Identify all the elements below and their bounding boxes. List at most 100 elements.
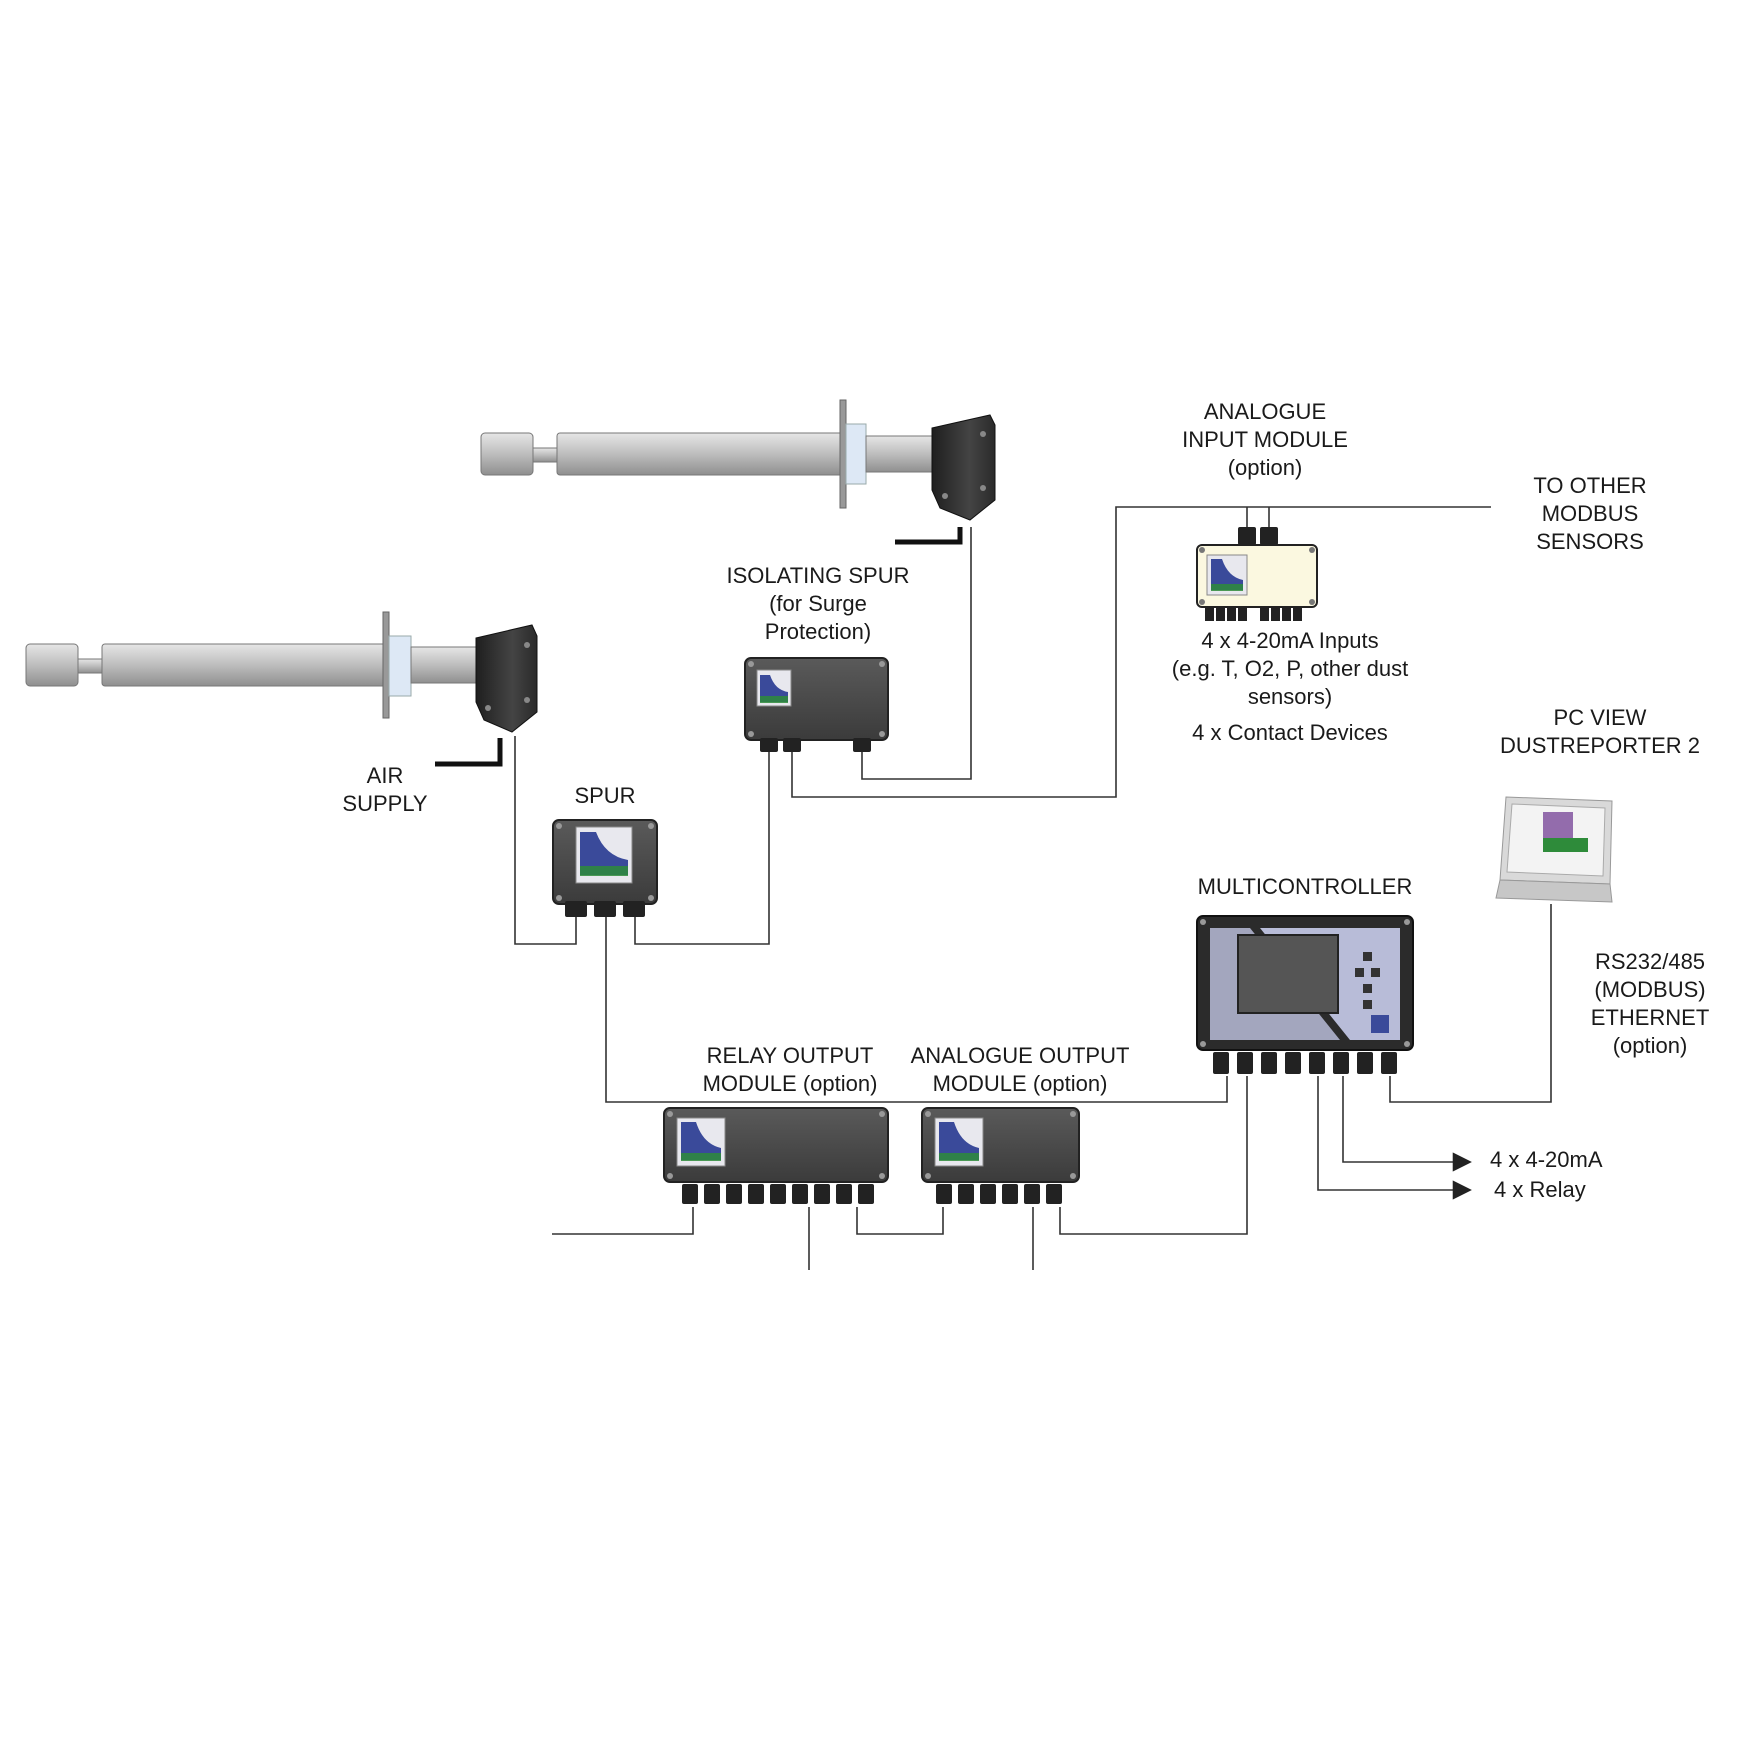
label-line: MODULE (option) [702, 1071, 878, 1096]
air-supply-pipe [435, 738, 503, 767]
wire-relay-left [552, 1207, 694, 1235]
label-line: ANALOGUE OUTPUT [910, 1043, 1130, 1068]
output-ma-label: 4 x 4-20mA [1490, 1146, 1640, 1174]
cable-glands [682, 1184, 874, 1204]
relay-output-module-label: RELAY OUTPUT MODULE (option) [680, 1042, 900, 1098]
label-line: SUPPLY [342, 791, 428, 816]
pc-view-label: PC VIEW DUSTREPORTER 2 [1480, 704, 1720, 760]
air-supply-pipe [895, 527, 963, 545]
label-line: PC VIEW [1553, 705, 1647, 730]
pcme-logo-icon [1206, 554, 1248, 596]
spur-box [552, 819, 658, 917]
label-line: MODBUS [1541, 501, 1639, 526]
probe-flange [839, 399, 847, 509]
label-line: Protection) [764, 619, 872, 644]
cable-gland [594, 901, 616, 917]
label-line: (option) [1227, 455, 1303, 480]
multicontroller-box [1196, 915, 1414, 1074]
pcme-logo-icon [575, 826, 633, 884]
cable-gland [853, 738, 871, 752]
analogue-output-module-box [921, 1107, 1080, 1204]
label-line: ANALOGUE [1203, 399, 1327, 424]
label-line: DUSTREPORTER 2 [1499, 733, 1701, 758]
controller-screen [1237, 934, 1339, 1014]
cable-gland [623, 901, 645, 917]
analogue-inputs-description: 4 x 4-20mA Inputs (e.g. T, O2, P, other … [1140, 627, 1440, 747]
cable-gland [760, 738, 778, 752]
probe-tip [25, 643, 79, 687]
wire-out-ma [1342, 1076, 1472, 1172]
dust-probe-lower [25, 611, 538, 767]
pcme-logo-icon [676, 1117, 726, 1167]
label-line: (option) [1612, 1033, 1688, 1058]
label-line: SENSORS [1536, 529, 1644, 554]
relay-output-module-box [663, 1107, 889, 1204]
probe-flange-sleeve [845, 423, 867, 485]
wiring [514, 506, 1552, 1270]
label-line: 4 x 4-20mA Inputs [1201, 628, 1379, 653]
label-line: 4 x 4-20mA [1490, 1147, 1603, 1172]
label-line: RELAY OUTPUT [706, 1043, 874, 1068]
label-line: MODULE (option) [932, 1071, 1108, 1096]
air-supply-label: AIR SUPPLY [330, 762, 440, 818]
wire-multicontroller-analogue-output [1059, 1076, 1248, 1235]
sensor-head [475, 624, 538, 733]
label-line: 4 x Relay [1494, 1177, 1586, 1202]
dust-probe-upper [480, 399, 996, 545]
spur-label: SPUR [555, 782, 655, 810]
cable-gland [1260, 527, 1278, 545]
probe-rod [101, 643, 388, 687]
analogue-output-module-label: ANALOGUE OUTPUT MODULE (option) [900, 1042, 1140, 1098]
terminal-block [1205, 607, 1302, 621]
cable-glands [1213, 1052, 1397, 1074]
isolating-spur-label: ISOLATING SPUR (for Surge Protection) [700, 562, 936, 646]
pcme-logo-icon [756, 669, 792, 707]
label-line: ETHERNET [1590, 1005, 1710, 1030]
wire-spur-isolating-spur [634, 752, 770, 945]
label-line: (MODBUS) [1594, 977, 1706, 1002]
analogue-input-module-label: ANALOGUE INPUT MODULE (option) [1150, 398, 1380, 482]
label-line: (e.g. T, O2, P, other dust [1171, 656, 1409, 681]
wire-probe1-spur [514, 736, 577, 945]
comms-label: RS232/485 (MODBUS) ETHERNET (option) [1570, 948, 1730, 1060]
probe-neck [532, 447, 558, 463]
isolating-spur-box [744, 657, 889, 752]
wire-isolating-spur-modbus [791, 506, 1491, 798]
label-line: SPUR [574, 783, 636, 808]
label-line: ISOLATING SPUR [726, 563, 910, 588]
label-line: AIR [366, 763, 404, 788]
probe-body [410, 646, 477, 684]
sensor-head [931, 414, 996, 521]
label-line: RS232/485 [1594, 949, 1706, 974]
probe-flange-sleeve [388, 635, 412, 697]
wire-spur-multicontroller [605, 917, 1228, 1103]
label-line: sensors) [1247, 684, 1333, 709]
cable-gland [783, 738, 801, 752]
multicontroller-label: MULTICONTROLLER [1170, 873, 1440, 901]
controller-keypad [1355, 952, 1380, 1009]
pcme-logo-icon [1371, 1015, 1389, 1033]
analogue-input-module-box [1196, 527, 1318, 621]
laptop-icon [1495, 796, 1613, 903]
label-line: 4 x Contact Devices [1192, 720, 1388, 745]
probe-flange [382, 611, 390, 719]
wire-probe2-isolating-spur [861, 527, 972, 780]
wire-analogue-output-relay [856, 1207, 944, 1235]
label-line: TO OTHER [1533, 473, 1647, 498]
wire-multicontroller-pc [1389, 904, 1552, 1103]
to-other-modbus-label: TO OTHER MODBUS SENSORS [1500, 472, 1680, 556]
pcme-logo-icon [934, 1117, 984, 1167]
label-line: INPUT MODULE [1182, 427, 1348, 452]
probe-body [865, 435, 933, 473]
cable-glands [936, 1184, 1062, 1204]
cable-gland [565, 901, 587, 917]
cable-gland [1238, 527, 1256, 545]
probe-rod [556, 432, 846, 476]
probe-tip [480, 432, 534, 476]
output-relay-label: 4 x Relay [1494, 1176, 1644, 1204]
label-line: (for Surge [769, 591, 867, 616]
probe-neck [77, 658, 103, 674]
label-line: MULTICONTROLLER [1197, 874, 1413, 899]
wire-out-relay [1317, 1076, 1472, 1200]
